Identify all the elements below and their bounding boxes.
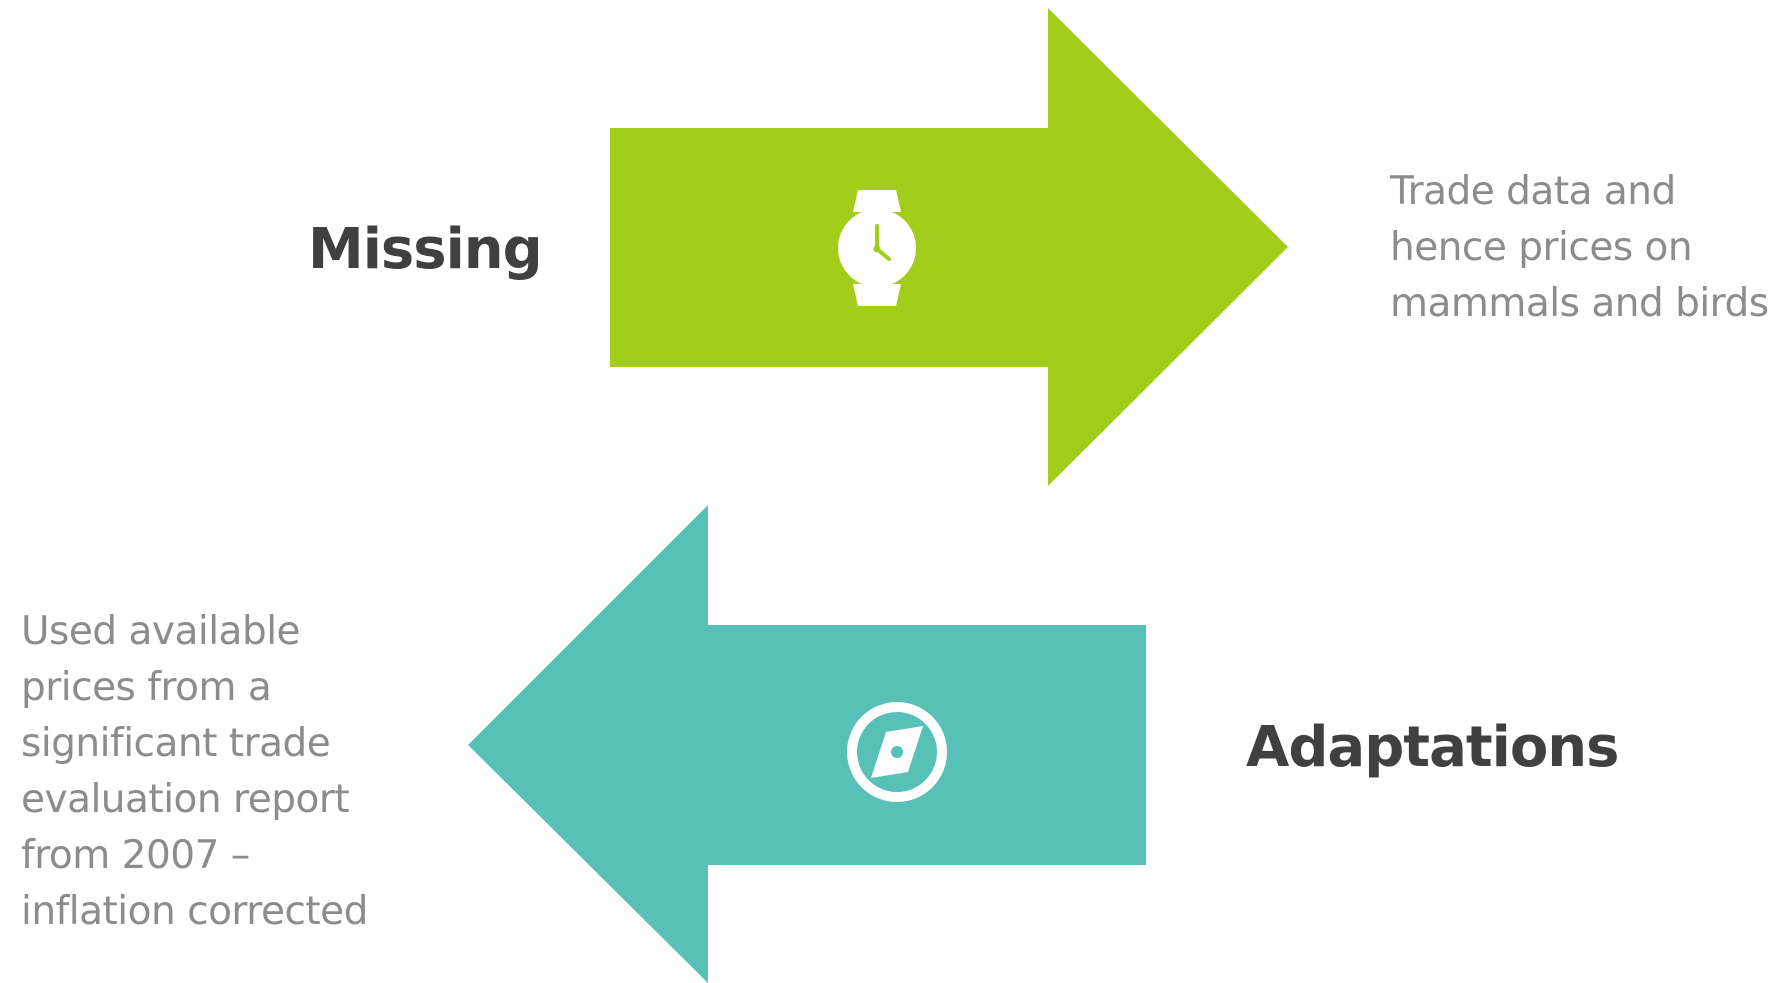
adaptations-description-line: evaluation report	[21, 777, 350, 822]
missing-arrow	[610, 8, 1288, 486]
adaptations-description-line: Used available	[21, 609, 301, 654]
adaptations-description-line: prices from a	[21, 665, 272, 710]
compass-icon	[847, 702, 947, 802]
adaptations-description-line: significant trade	[21, 721, 331, 766]
adaptations-description-line: inflation corrected	[21, 889, 368, 934]
adaptations-description: Used available prices from a significant…	[21, 604, 368, 940]
adaptations-arrow	[468, 505, 1146, 983]
missing-description-line: Trade data and	[1390, 169, 1676, 214]
adaptations-heading: Adaptations	[1246, 715, 1619, 780]
missing-heading: Missing	[308, 217, 543, 282]
missing-description-line: mammals and birds	[1390, 281, 1769, 326]
adaptations-description-line: from 2007 –	[21, 833, 250, 878]
missing-description: Trade data and hence prices on mammals a…	[1390, 164, 1769, 332]
missing-description-line: hence prices on	[1390, 225, 1693, 270]
wristwatch-icon	[838, 190, 916, 306]
